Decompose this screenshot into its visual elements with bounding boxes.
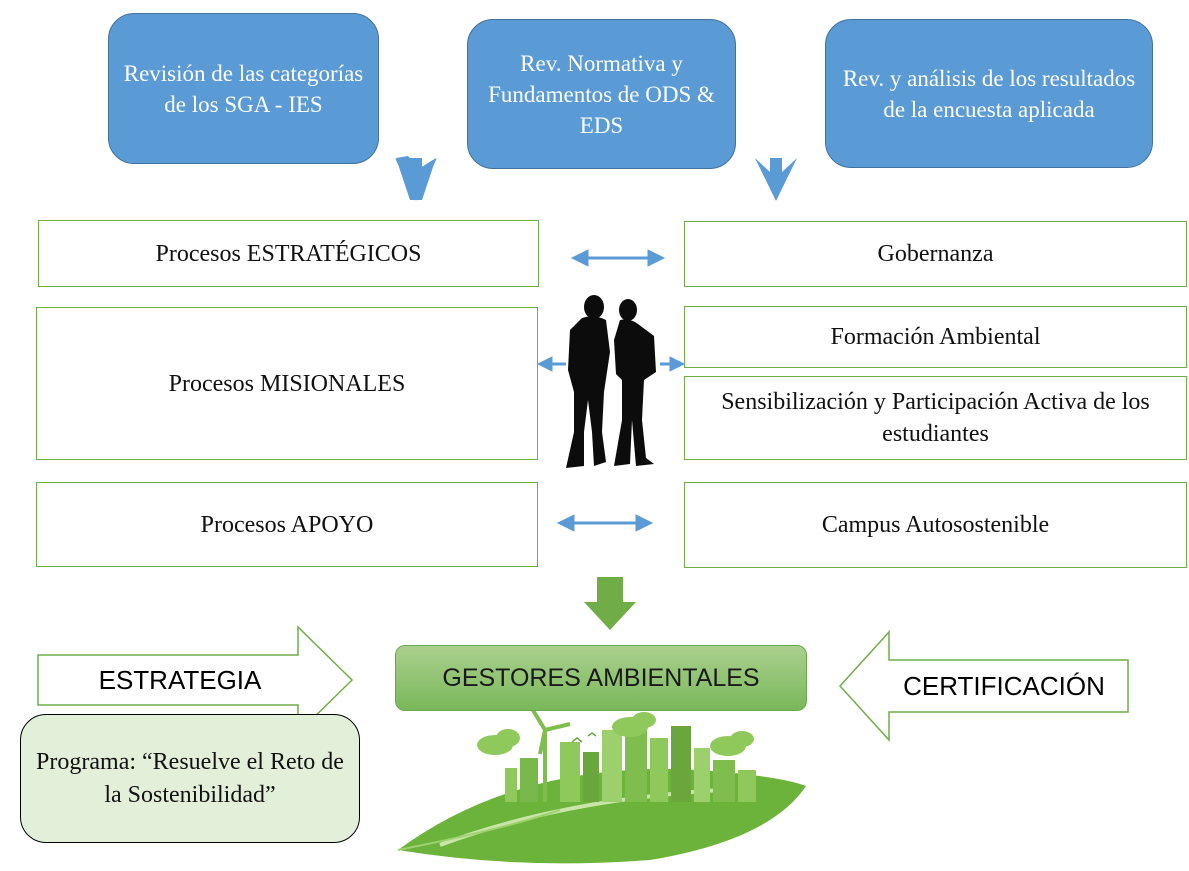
component-formacion: Formación Ambiental [684, 306, 1187, 368]
component-label: Sensibilización y Participación Activa d… [721, 389, 1150, 447]
process-label: Procesos MISIONALES [168, 370, 406, 397]
component-sensibilizacion: Sensibilización y Participación Activa d… [684, 376, 1187, 460]
certificacion-arrow [838, 630, 1129, 742]
gestores-title: GESTORES AMBIENTALES [442, 663, 760, 692]
component-label: Formación Ambiental [830, 324, 1041, 350]
program-box: Programa: “Resuelve el Reto de la Sosten… [20, 714, 360, 843]
gestores-ambientales-box: GESTORES AMBIENTALES [395, 645, 807, 711]
process-apoyo: Procesos APOYO [36, 482, 538, 567]
source-box-encuesta: Rev. y análisis de los resultados de la … [825, 19, 1153, 168]
source-label: Rev. Normativa y Fundamentos de ODS & ED… [488, 50, 715, 138]
connector-misionales-right [660, 356, 686, 372]
estrategia-text: ESTRATEGIA [98, 664, 262, 695]
process-label: Procesos ESTRATÉGICOS [155, 240, 422, 267]
connector-misionales-left [536, 356, 566, 372]
source-box-categorias: Revisión de las categorías de los SGA - … [108, 13, 379, 164]
component-campus: Campus Autosostenible [684, 482, 1187, 568]
process-label: Procesos APOYO [200, 511, 374, 538]
certificacion-label: CERTIFICACIÓN [886, 660, 1122, 712]
program-label: Programa: “Resuelve el Reto de la Sosten… [36, 748, 344, 808]
estrategia-arrow [37, 625, 354, 735]
source-box-normativa: Rev. Normativa y Fundamentos de ODS & ED… [467, 19, 736, 169]
process-estrategicos: Procesos ESTRATÉGICOS [38, 220, 539, 287]
down-arrow-right-shape [755, 158, 797, 201]
connector-estrategicos-gobernanza [570, 249, 666, 267]
city-illustration [397, 700, 806, 864]
certificacion-text: CERTIFICACIÓN [903, 670, 1105, 701]
component-label: Gobernanza [877, 241, 994, 267]
component-label: Campus Autosostenible [821, 512, 1050, 538]
source-label: Revisión de las categorías de los SGA - … [123, 60, 364, 117]
estrategia-label: ESTRATEGIA [60, 655, 300, 705]
source-label: Rev. y análisis de los resultados de la … [842, 65, 1136, 122]
component-gobernanza: Gobernanza [684, 221, 1187, 287]
process-misionales: Procesos MISIONALES [36, 307, 538, 460]
connector-apoyo-campus [556, 514, 654, 532]
people-silhouette [566, 295, 656, 468]
down-arrow-left-shape [395, 158, 437, 201]
green-down-arrow [584, 577, 636, 630]
